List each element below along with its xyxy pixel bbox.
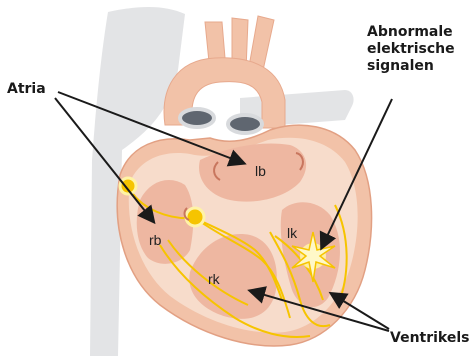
right-atrium-label: rb [149, 232, 161, 248]
left-atrium-label: lb [255, 163, 266, 179]
sa-node [120, 178, 136, 194]
abnormal-signals-line-2: elektrische [367, 41, 455, 58]
abnormal-signals-line-3: signalen [367, 58, 455, 75]
right-ventricle-label: rk [208, 271, 220, 287]
pulmonary-opening-left [180, 109, 214, 127]
left-ventricle-label: lk [287, 225, 297, 241]
av-node [186, 208, 204, 226]
pulmonary-opening-right [228, 115, 262, 133]
ventricles-label: Ventrikels [390, 330, 470, 347]
atria-label: Atria [7, 81, 46, 98]
abnormal-signals-label: Abnormale elektrische signalen [367, 24, 455, 75]
abnormal-signals-line-1: Abnormale [367, 24, 455, 41]
